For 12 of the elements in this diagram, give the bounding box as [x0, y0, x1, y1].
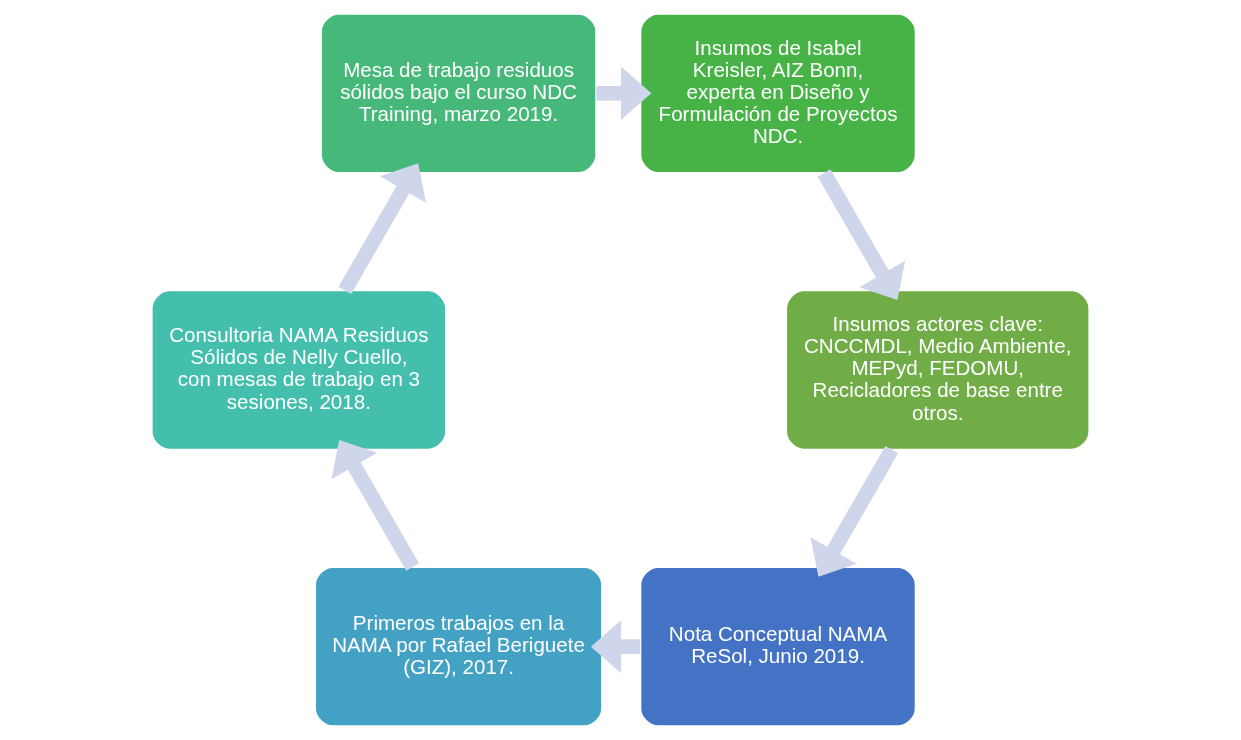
node-box: Insumos de Isabel Kreisler, AIZ Bonn, experta en Diseño y Formulación de Proyectos NDC. [639, 13, 917, 174]
node-box: Insumos actores clave: CNCCMDL, Medio Ambiente, MEPyd, FEDOMU, Recicladores de base entre otros. [785, 289, 1090, 451]
arrow [810, 445, 899, 577]
node-box: Consultoria NAMA Residuos Sólidos de Nelly Cuello, con mesas de trabajo en 3 sesiones, 2018. [151, 289, 447, 451]
arrow [596, 66, 652, 120]
arrow [331, 439, 419, 571]
node-box: Primeros trabajos en la NAMA por Rafael Beriguete (GIZ), 2017. [314, 566, 603, 727]
arrow [590, 620, 641, 674]
node-box: Nota Conceptual NAMA ReSol, Junio 2019. [639, 566, 917, 727]
arrow [338, 163, 426, 295]
arrow [817, 169, 906, 301]
node-box: Mesa de trabajo residuos sólidos bajo el curso NDC Training, marzo 2019. [320, 13, 597, 174]
